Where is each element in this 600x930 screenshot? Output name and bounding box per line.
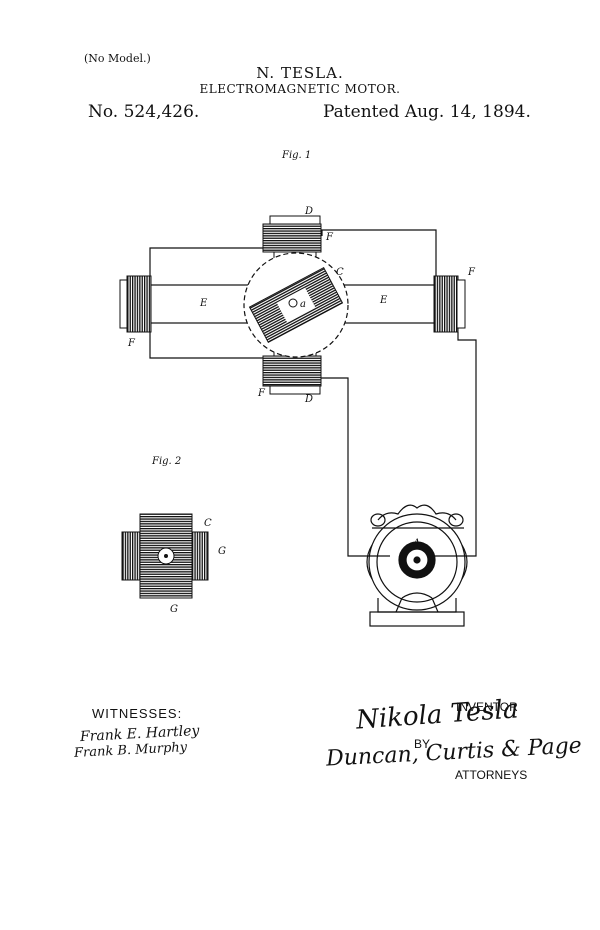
label-E-right: E [379, 295, 388, 306]
fig2-armature-section [121, 513, 209, 599]
label-F-bottom: F [257, 388, 266, 399]
no-model-note: (No Model.) [84, 52, 151, 65]
fig2-label: Fig. 2 [151, 456, 181, 467]
coil-left [119, 275, 152, 333]
label-A: A [412, 538, 420, 549]
label-E-left: E [199, 298, 208, 309]
label-C: C [336, 267, 344, 278]
attorneys-label: ATTORNEYS [455, 768, 528, 782]
witnesses-label: WITNESSES: [92, 706, 183, 721]
label-D-bottom: D [304, 394, 313, 405]
patent-date: Patented Aug. 14, 1894. [323, 102, 531, 122]
fig1-label: Fig. 1 [281, 150, 311, 161]
label-G-right: G [218, 546, 226, 557]
label-C-fig2: C [204, 518, 212, 529]
generator [366, 504, 468, 627]
label-G-bottom: G [170, 604, 178, 615]
armature [243, 252, 349, 358]
inventor-label: INVENTOR [456, 700, 518, 714]
coil-right [433, 275, 466, 333]
patent-number: No. 524,426. [88, 102, 200, 122]
field-bar-right [335, 284, 441, 324]
label-a: a [300, 299, 306, 310]
patent-title: ELECTROMAGNETIC MOTOR. [199, 82, 401, 96]
by-label: BY [414, 737, 431, 751]
label-D-top: D [304, 206, 313, 217]
label-F-right: F [467, 267, 476, 278]
label-F-left: F [127, 338, 136, 349]
label-F-top: F [325, 232, 334, 243]
inventor-name: N. TESLA. [256, 64, 344, 82]
